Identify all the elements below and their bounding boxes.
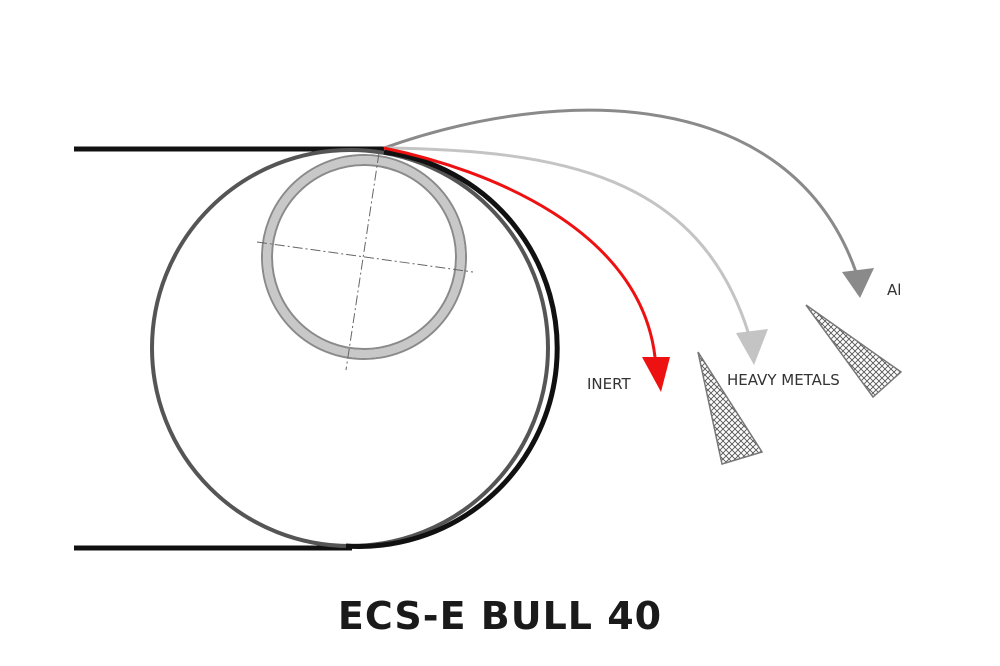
label-heavy-metals: HEAVY METALS [727, 371, 840, 389]
label-al: Al [887, 281, 901, 299]
label-inert: INERT [587, 375, 631, 393]
trajectory-al [383, 108, 858, 273]
diagram-title: ECS-E BULL 40 [337, 594, 663, 638]
trajectory-inert [383, 146, 657, 358]
rotor-centerline-v [345, 152, 380, 371]
magnetic-rotor-inner [271, 164, 457, 350]
rotor-centerline-h [256, 241, 474, 273]
belt-wrap-arc [345, 149, 560, 549]
magnetic-rotor-band [263, 156, 465, 358]
arrowhead-heavy-metals-icon [736, 329, 768, 365]
splitter-plate-heavy-al [805, 304, 903, 399]
arrowhead-inert-icon [642, 357, 670, 392]
trajectory-heavy-metals [383, 146, 751, 336]
splitter-plate-inert-heavy [697, 351, 764, 465]
arrowhead-al-icon [842, 268, 874, 298]
magnetic-rotor-outer [261, 154, 467, 360]
